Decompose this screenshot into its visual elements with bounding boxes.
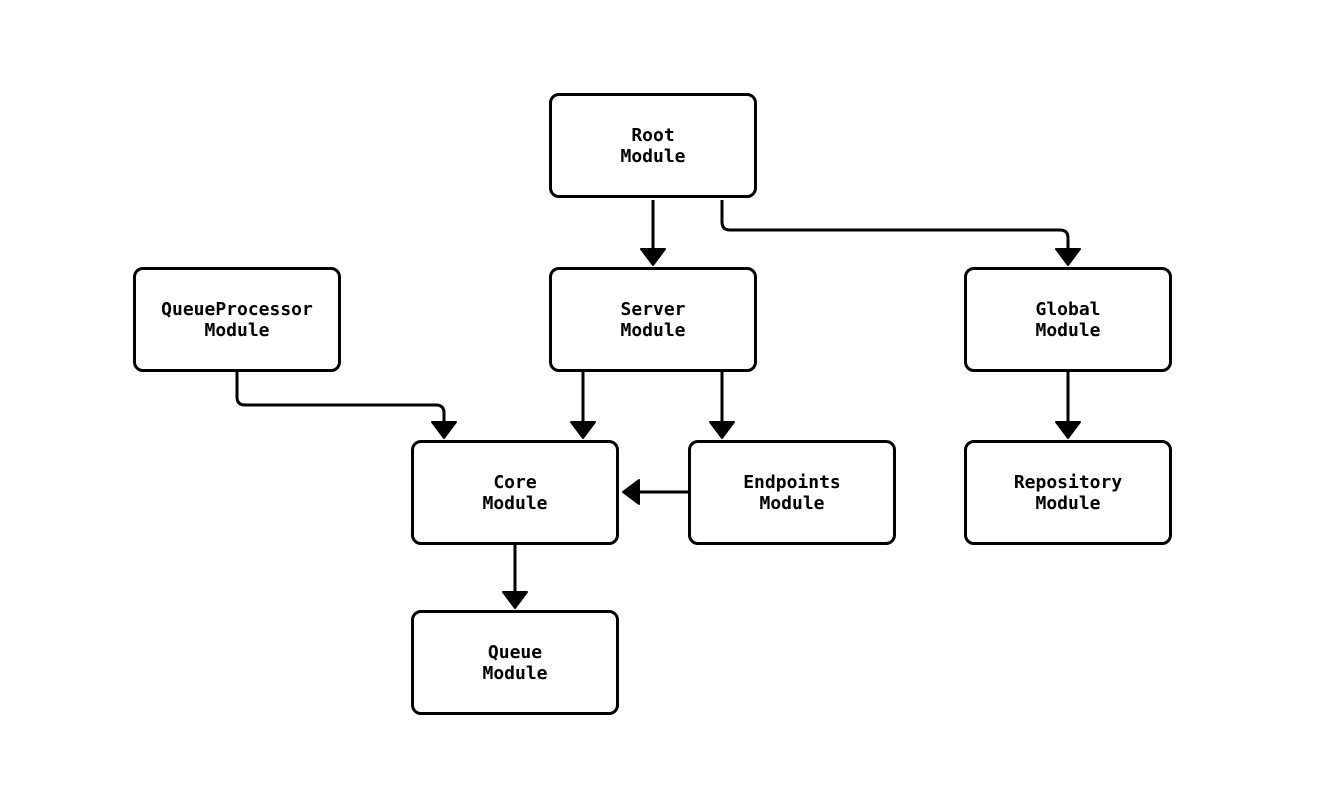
node-root-module: Root Module [549, 93, 757, 198]
node-label-line1: Endpoints [743, 471, 841, 493]
edge-queueprocessor-to-core [235, 371, 457, 439]
node-queue-module: Queue Module [411, 610, 619, 715]
node-endpoints-module: Endpoints Module [688, 440, 896, 545]
node-label-line1: QueueProcessor [161, 298, 313, 320]
node-label-line1: Core [493, 471, 537, 493]
node-label-line2: Module [620, 319, 686, 341]
node-label-line2: Module [620, 145, 686, 167]
node-queueprocessor-module: QueueProcessor Module [133, 267, 341, 372]
node-server-module: Server Module [549, 267, 757, 372]
node-label-line2: Module [482, 662, 548, 684]
edge-root-to-global [720, 200, 1081, 266]
node-core-module: Core Module [411, 440, 619, 545]
node-label-line1: Server [620, 298, 686, 320]
node-label-line2: Module [1035, 492, 1101, 514]
node-label-line2: Module [482, 492, 548, 514]
node-label-line1: Root [631, 124, 675, 146]
node-label-line2: Module [759, 492, 825, 514]
node-label-line2: Module [1035, 319, 1101, 341]
node-global-module: Global Module [964, 267, 1172, 372]
node-label-line2: Module [204, 319, 270, 341]
node-repository-module: Repository Module [964, 440, 1172, 545]
node-label-line1: Repository [1013, 471, 1123, 493]
node-label-line1: Global [1035, 298, 1101, 320]
node-label-line1: Queue [487, 641, 543, 663]
